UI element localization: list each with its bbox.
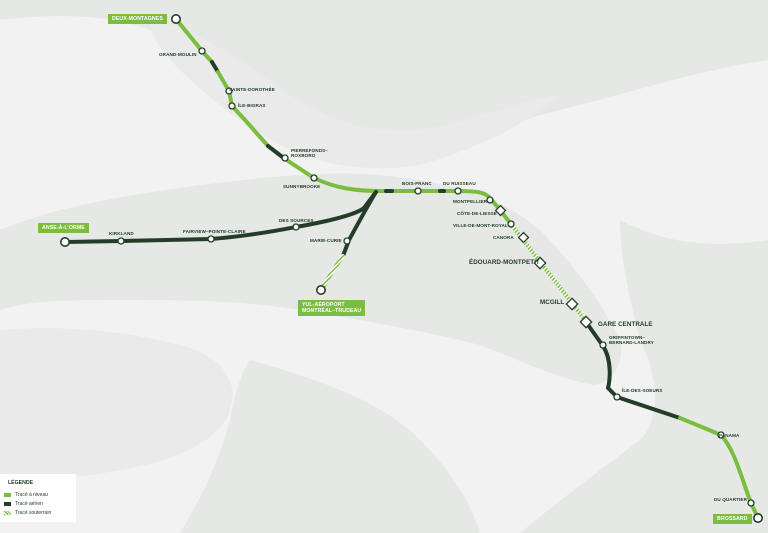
legend-label-underground: Tracé souterrain <box>15 510 52 516</box>
lake-saint-louis-shore <box>0 328 233 480</box>
station-label-gare-centrale: GARE CENTRALE <box>598 321 653 328</box>
terminus-label-yul-line2: MONTRÉAL–TRUDEAU <box>302 308 362 315</box>
station-kirkland[interactable] <box>117 237 125 245</box>
station-cote-de-liesse[interactable] <box>494 204 507 217</box>
montreal-island <box>0 173 622 385</box>
line-airport-underground <box>320 254 345 291</box>
station-edouard-montpetit[interactable] <box>533 256 547 270</box>
terminus-label-brossard: BROSSARD <box>713 514 752 525</box>
legend-item-at-grade: Tracé à niveau <box>4 491 48 499</box>
station-label-sainte-dorothee: SAINTE-DOROTHÉE <box>229 87 275 92</box>
legend-swatch-underground <box>4 511 11 515</box>
station-ile-bigras[interactable] <box>228 102 236 110</box>
station-label-ile-des-soeurs: ÎLE-DES-SOEURS <box>622 388 663 393</box>
station-label-marie-curie: MARIE-CURIE <box>310 238 342 243</box>
terminus-label-yul-airport: YUL-AÉROPORT MONTRÉAL–TRUDEAU <box>298 300 366 317</box>
station-label-fairview: FAIRVIEW–POINTE-CLAIRE <box>183 229 246 234</box>
station-des-sources[interactable] <box>292 223 300 231</box>
south-shore-land <box>520 220 768 533</box>
station-label-canora: CANORA <box>493 235 514 240</box>
station-sainte-dorothee[interactable] <box>225 87 233 95</box>
station-label-des-sources: DES SOURCES <box>279 218 314 223</box>
station-label-kirkland: KIRKLAND <box>109 231 134 236</box>
station-label-ile-bigras: ÎLE-BIGRAS <box>238 103 266 108</box>
station-bois-franc[interactable] <box>414 187 422 195</box>
station-label-du-quartier: DU QUARTIER <box>714 497 748 502</box>
station-label-montpellier: MONTPELLIER <box>453 199 488 204</box>
station-anse-a-lorme[interactable] <box>59 237 70 248</box>
legend-label-at-grade: Tracé à niveau <box>15 492 48 498</box>
terminus-label-deux-montagnes: DEUX-MONTAGNES <box>108 14 167 25</box>
south-land <box>180 360 480 533</box>
terminus-label-yul-line1: YUL-AÉROPORT <box>302 302 345 308</box>
laval-island <box>150 20 560 169</box>
station-sunnybrooke[interactable] <box>310 174 318 182</box>
station-fairview[interactable] <box>207 235 215 243</box>
station-du-ruisseau[interactable] <box>454 187 462 195</box>
station-du-quartier[interactable] <box>747 499 755 507</box>
station-label-bois-franc: BOIS-FRANC <box>402 181 432 186</box>
station-label-cote-de-liesse: CÔTE-DE-LIESSE <box>457 211 497 216</box>
station-label-du-ruisseau: DU RUISSEAU <box>443 181 476 186</box>
legend-item-underground: Tracé souterrain <box>4 509 51 517</box>
station-panama[interactable] <box>717 431 725 439</box>
station-label-pierrefonds-roxboro: PIERREFONDS– ROXBORO <box>291 148 328 159</box>
legend-label-elevated: Tracé aérien <box>15 501 43 507</box>
station-marie-curie[interactable] <box>343 237 351 245</box>
station-label-griffintown-line1: GRIFFINTOWN– <box>609 335 646 340</box>
station-montpellier[interactable] <box>486 196 494 204</box>
station-label-sunnybrooke: SUNNYBROOKE <box>283 184 321 189</box>
station-griffintown[interactable] <box>599 341 607 349</box>
station-label-griffintown: GRIFFINTOWN– BERNARD-LANDRY <box>609 335 654 346</box>
station-yul-airport[interactable] <box>315 284 326 295</box>
station-label-panama: PANAMA <box>719 433 740 438</box>
station-deux-montagnes[interactable] <box>171 14 182 24</box>
station-label-mcgill: MCGILL <box>540 299 565 306</box>
legend-swatch-at-grade <box>4 493 11 497</box>
station-ile-des-soeurs[interactable] <box>613 393 621 401</box>
station-label-edouard-montpetit: ÉDOUARD-MONTPETIT <box>469 259 540 266</box>
station-gare-centrale[interactable] <box>579 315 593 329</box>
station-label-grand-moulin: GRAND-MOULIN <box>159 52 197 57</box>
station-mcgill[interactable] <box>565 297 579 311</box>
stations <box>59 14 763 523</box>
terminus-label-anse-a-lorme: ANSE-À-L’ORME <box>38 223 89 234</box>
station-label-griffintown-line2: BERNARD-LANDRY <box>609 340 654 346</box>
legend: LÉGENDE Tracé à niveau Tracé aérien Trac… <box>0 474 76 522</box>
station-grand-moulin[interactable] <box>198 47 206 55</box>
station-label-pierrefonds-roxboro-line1: PIERREFONDS– <box>291 148 328 153</box>
line-tunnel-underground <box>509 222 588 324</box>
legend-swatch-elevated <box>4 502 11 506</box>
station-label-ville-de-mont-royal: VILLE-DE-MONT-ROYAL <box>453 223 508 228</box>
station-canora[interactable] <box>517 231 530 244</box>
station-label-pierrefonds-roxboro-line2: ROXBORO <box>291 153 316 159</box>
station-brossard[interactable] <box>752 512 763 523</box>
station-ville-de-mont-royal[interactable] <box>507 220 515 228</box>
station-pierrefonds-roxboro[interactable] <box>281 154 289 162</box>
legend-item-elevated: Tracé aérien <box>4 500 43 508</box>
legend-title: LÉGENDE <box>8 480 34 486</box>
